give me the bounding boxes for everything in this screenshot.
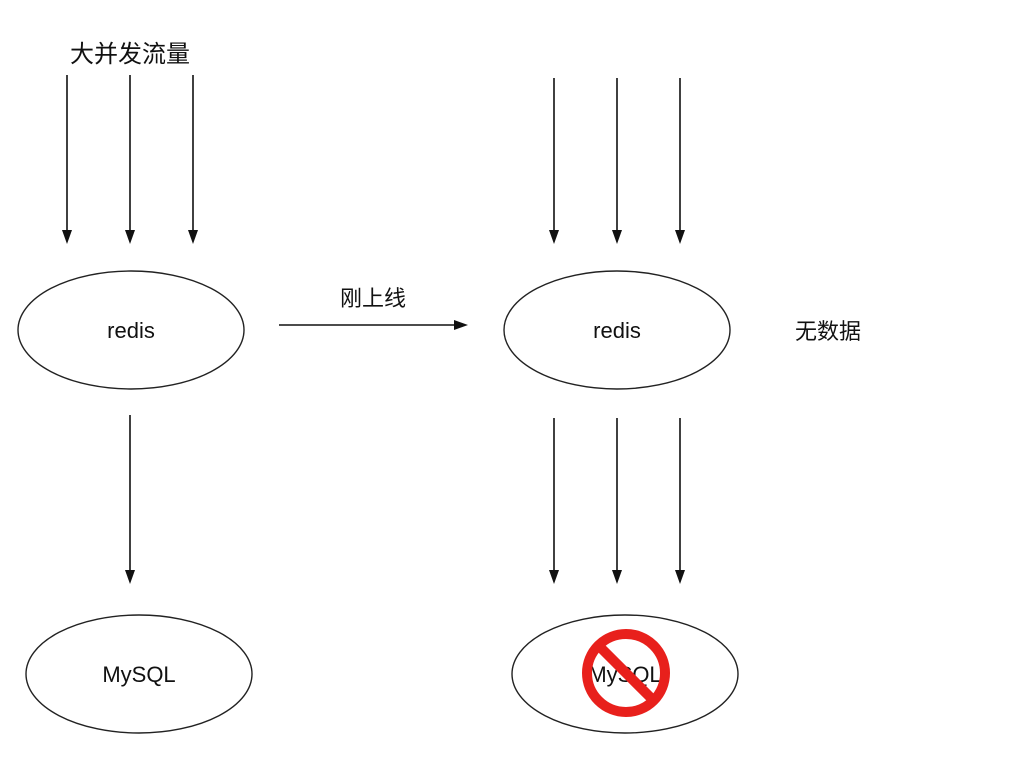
left-redis-node: redis bbox=[17, 270, 245, 390]
left-incoming-arrow-3 bbox=[188, 75, 198, 244]
right-incoming-arrow-1 bbox=[549, 78, 559, 244]
left-redis-to-mysql-arrow bbox=[125, 415, 135, 584]
right-redis-label: redis bbox=[593, 318, 641, 343]
right-db-arrow-2 bbox=[612, 418, 622, 584]
right-redis-node: redis bbox=[503, 270, 731, 390]
left-incoming-arrow-2 bbox=[125, 75, 135, 244]
no-data-note: 无数据 bbox=[795, 320, 861, 345]
traffic-label: 大并发流量 bbox=[70, 40, 190, 68]
left-incoming-arrows bbox=[62, 75, 198, 244]
left-redis-label: redis bbox=[107, 318, 155, 343]
right-redis-to-mysql-arrows bbox=[549, 418, 685, 584]
right-incoming-arrow-2 bbox=[612, 78, 622, 244]
right-incoming-arrow-3 bbox=[675, 78, 685, 244]
right-mysql-node: MySQL bbox=[511, 614, 739, 734]
left-mysql-node: MySQL bbox=[25, 614, 253, 734]
prohibited-icon bbox=[582, 629, 670, 717]
right-db-arrow-1 bbox=[549, 418, 559, 584]
right-db-arrow-3 bbox=[675, 418, 685, 584]
left-incoming-arrow-1 bbox=[62, 75, 72, 244]
transition-arrow bbox=[279, 320, 468, 330]
left-mysql-label: MySQL bbox=[102, 662, 175, 687]
right-incoming-arrows bbox=[549, 78, 685, 244]
transition-label: 刚上线 bbox=[340, 287, 406, 312]
